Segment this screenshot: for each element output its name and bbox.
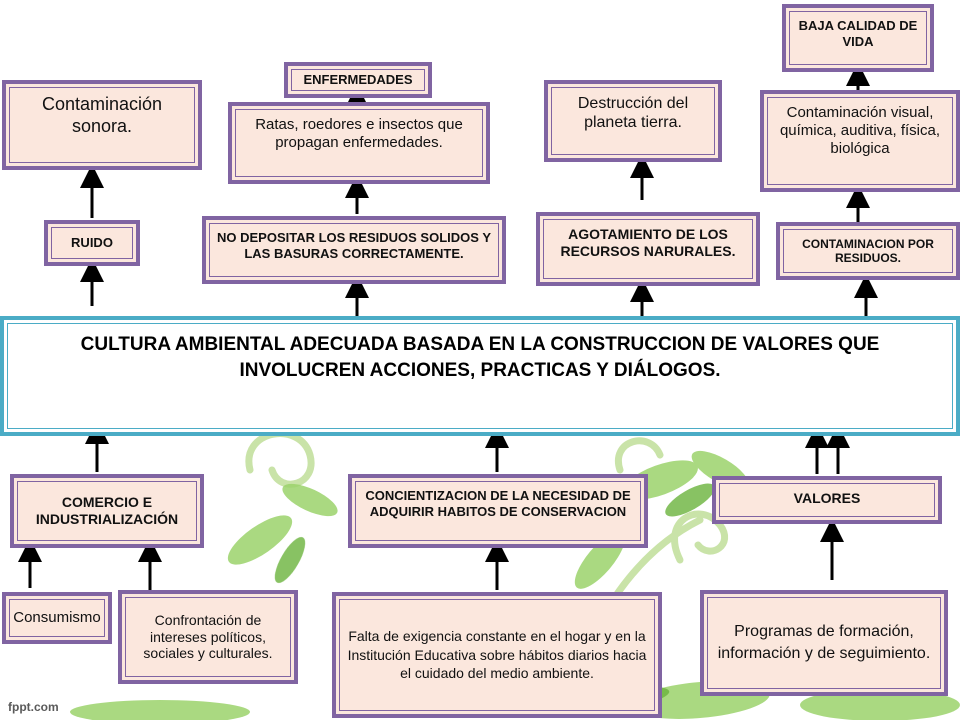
box-agotamiento-recursos: AGOTAMIENTO DE LOS RECURSOS NARURALES. xyxy=(536,212,760,286)
box-programas-formacion: Programas de formación, información y de… xyxy=(700,590,948,696)
box-comercio-industrializacion: COMERCIO E INDUSTRIALIZACIÓN xyxy=(10,474,204,548)
box-baja-calidad-vida: BAJA CALIDAD DE VIDA xyxy=(782,4,934,72)
box-ruido: RUIDO xyxy=(44,220,140,266)
box-consumismo: Consumismo xyxy=(2,592,112,644)
box-contaminacion-residuos: CONTAMINACION POR RESIDUOS. xyxy=(776,222,960,280)
box-confrontacion-intereses: Confrontación de intereses políticos, so… xyxy=(118,590,298,684)
box-contaminacion-visual: Contaminación visual, química, auditiva,… xyxy=(760,90,960,192)
box-destruccion-planeta: Destrucción del planeta tierra. xyxy=(544,80,722,162)
box-enfermedades: ENFERMEDADES xyxy=(284,62,432,98)
box-no-depositar-residuos: NO DEPOSITAR LOS RESIDUOS SOLIDOS Y LAS … xyxy=(202,216,506,284)
box-falta-exigencia: Falta de exigencia constante en el hogar… xyxy=(332,592,662,718)
box-valores: VALORES xyxy=(712,476,942,524)
central-box-cultura-ambiental: CULTURA AMBIENTAL ADECUADA BASADA EN LA … xyxy=(0,316,960,436)
box-contaminacion-sonora: Contaminación sonora. xyxy=(2,80,202,170)
box-concientizacion-habitos: CONCIENTIZACION DE LA NECESIDAD DE ADQUI… xyxy=(348,474,648,548)
footer-watermark: fppt.com xyxy=(8,700,59,714)
box-ratas-roedores: Ratas, roedores e insectos que propagan … xyxy=(228,102,490,184)
